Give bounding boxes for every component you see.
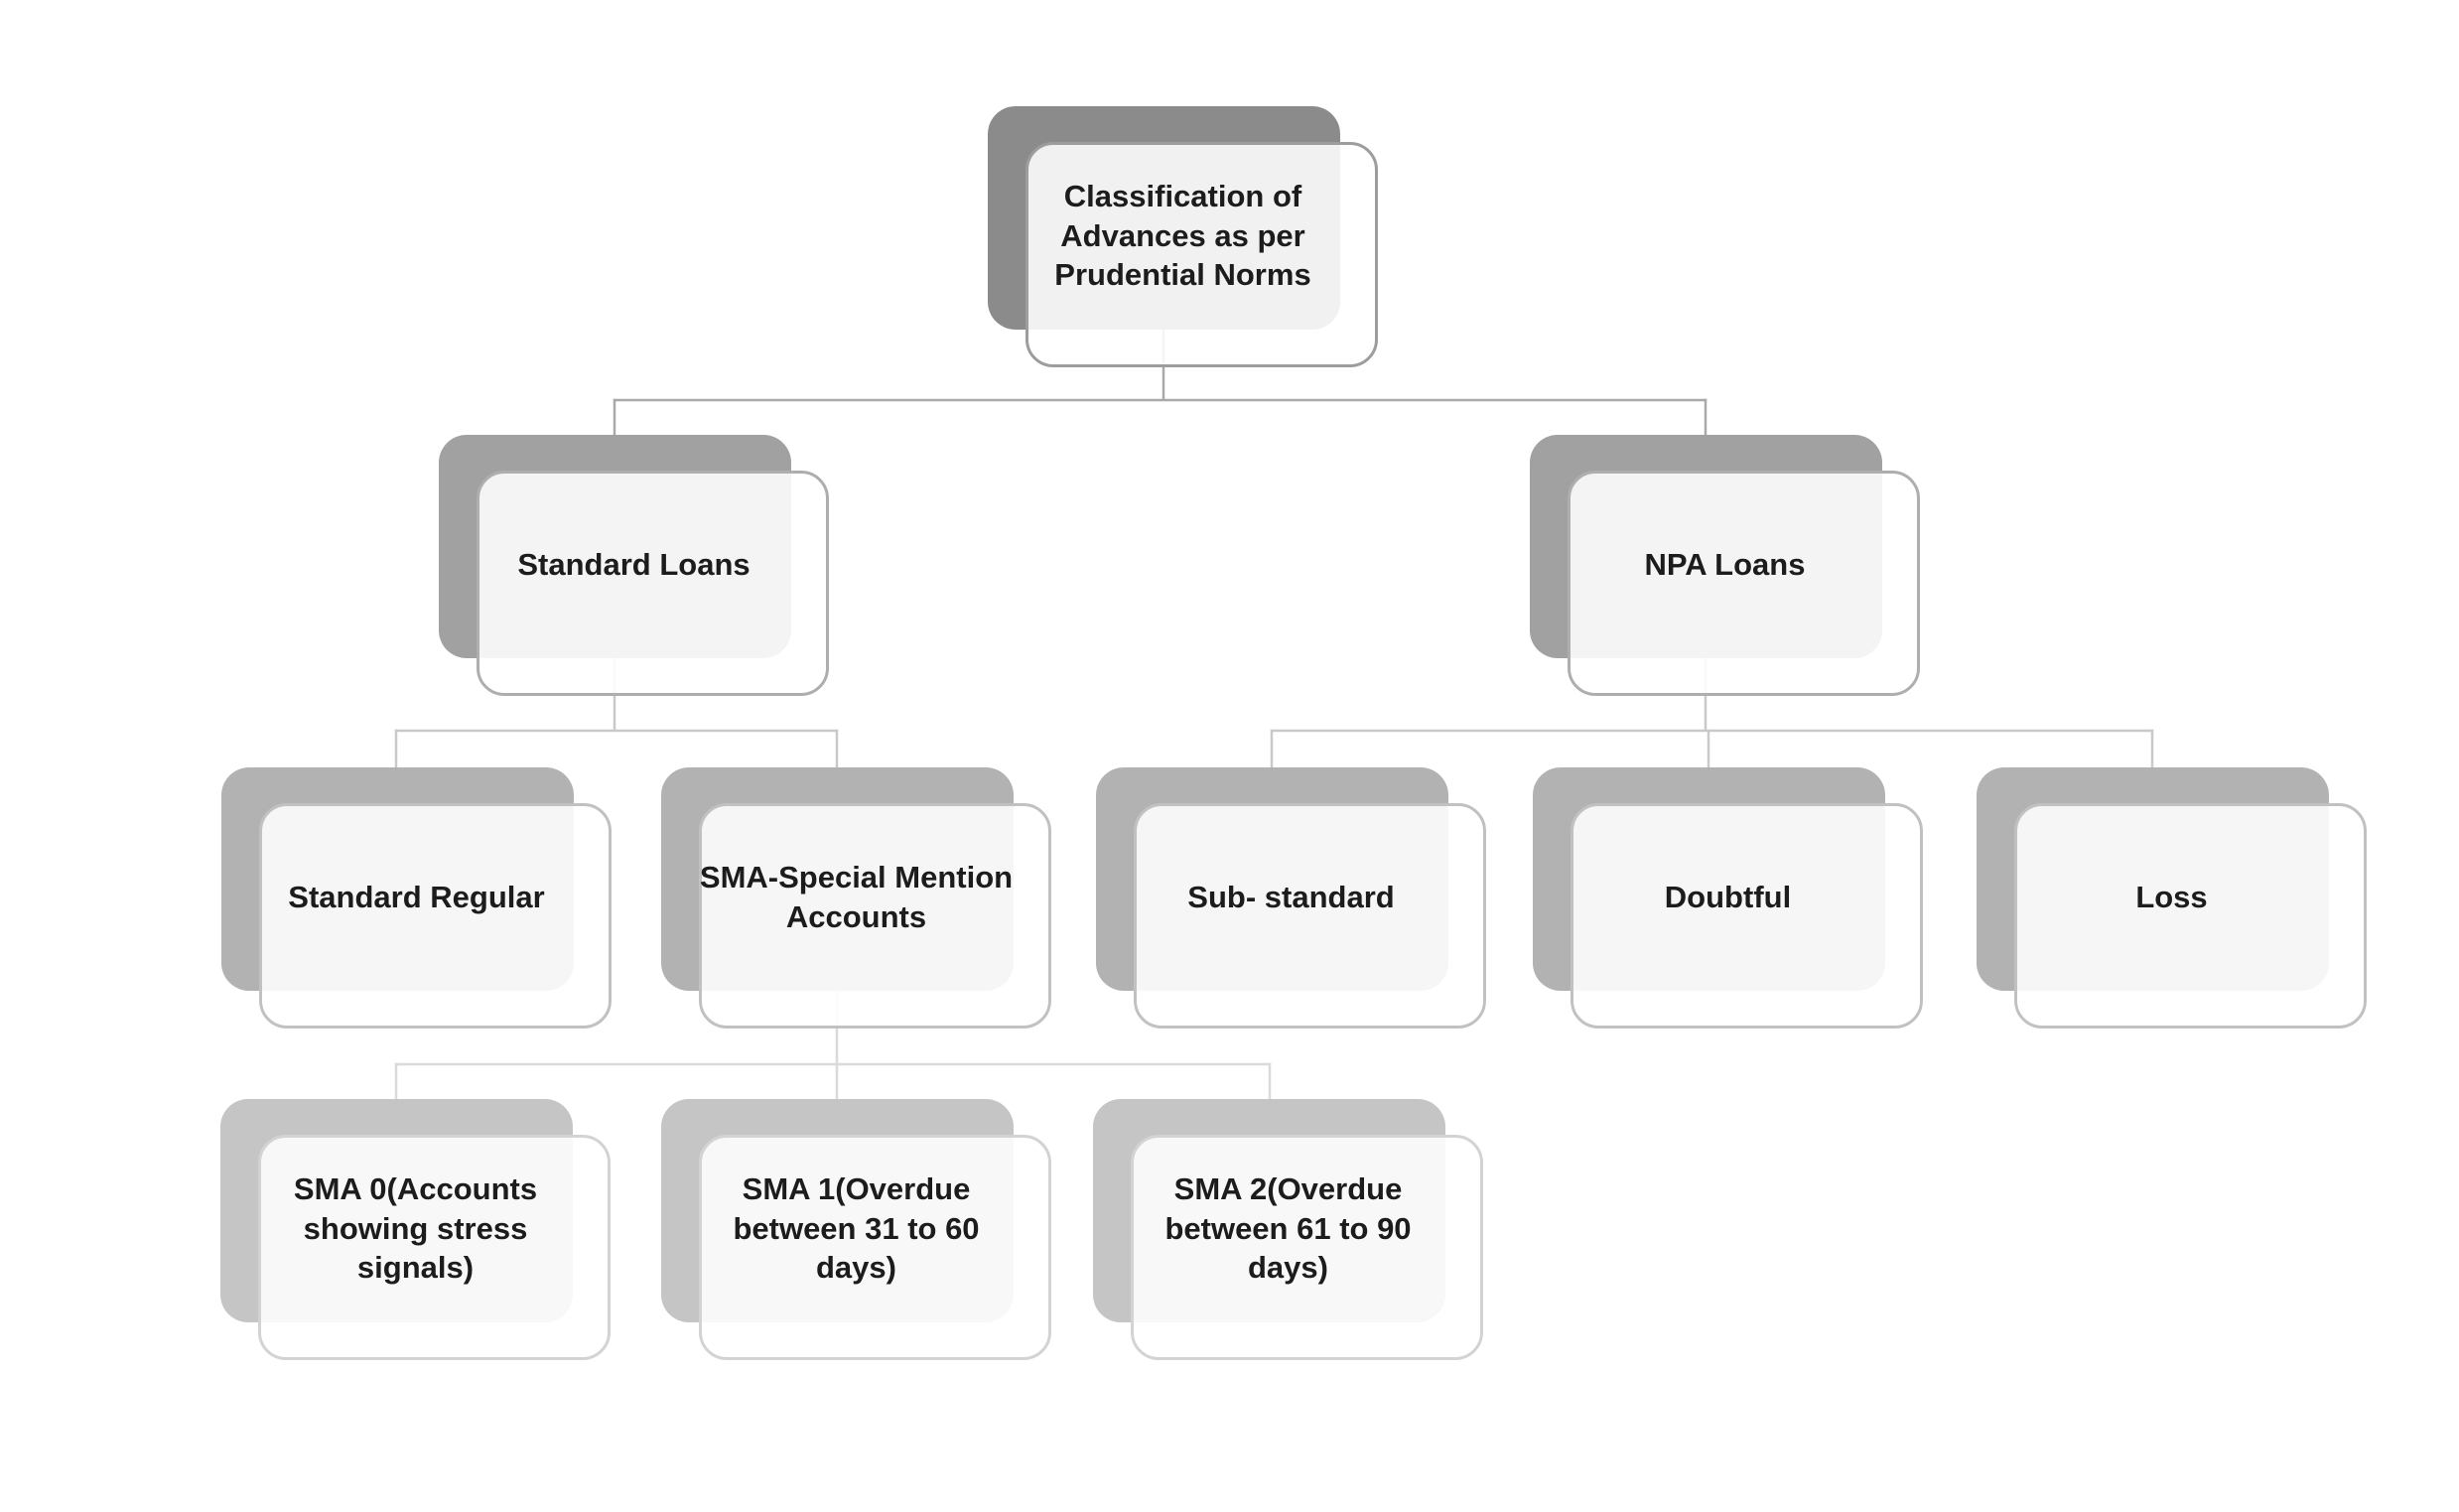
node-label: Standard Regular	[288, 879, 545, 914]
node-card	[2014, 803, 2367, 1029]
node-sma-0: SMA 0(Accounts showing stress signals)	[220, 1099, 611, 1360]
node-label: SMA 0(Accounts showing stress signals)	[293, 1171, 538, 1286]
node-card	[259, 803, 612, 1029]
node-card	[1571, 803, 1923, 1029]
node-card	[477, 471, 829, 696]
node-doubtful: Doubtful	[1533, 767, 1923, 1029]
node-label: NPA Loans	[1644, 546, 1806, 582]
node-card	[1568, 471, 1920, 696]
node-sma-special-mention-accounts: SMA-Special Mention Accounts	[661, 767, 1051, 1029]
node-npa-loans: NPA Loans	[1530, 435, 1920, 696]
node-sma-2: SMA 2(Overdue between 61 to 90 days)	[1093, 1099, 1483, 1360]
node-card	[1134, 803, 1486, 1029]
node-sub-standard: Sub- standard	[1096, 767, 1486, 1029]
node-label: Doubtful	[1664, 879, 1792, 914]
node-standard-regular: Standard Regular	[221, 767, 612, 1029]
node-card	[699, 803, 1051, 1029]
node-label: SMA-Special Mention Accounts	[699, 860, 1014, 934]
node-label: Standard Loans	[517, 546, 751, 582]
node-label: Classification of Advances as per Pruden…	[1054, 179, 1311, 293]
node-label: SMA 1(Overdue between 31 to 60 days)	[733, 1171, 980, 1286]
node-label: SMA 2(Overdue between 61 to 90 days)	[1164, 1171, 1412, 1286]
node-card	[1025, 142, 1378, 367]
node-sma-1: SMA 1(Overdue between 31 to 60 days)	[661, 1099, 1051, 1360]
node-card	[1131, 1135, 1483, 1360]
node-classification-root: Classification of Advances as per Pruden…	[988, 106, 1378, 367]
node-standard-loans: Standard Loans	[439, 435, 829, 696]
node-card	[699, 1135, 1051, 1360]
node-label: Loss	[2135, 879, 2208, 914]
node-label: Sub- standard	[1187, 879, 1395, 914]
node-card	[258, 1135, 611, 1360]
node-loss: Loss	[1977, 767, 2367, 1029]
